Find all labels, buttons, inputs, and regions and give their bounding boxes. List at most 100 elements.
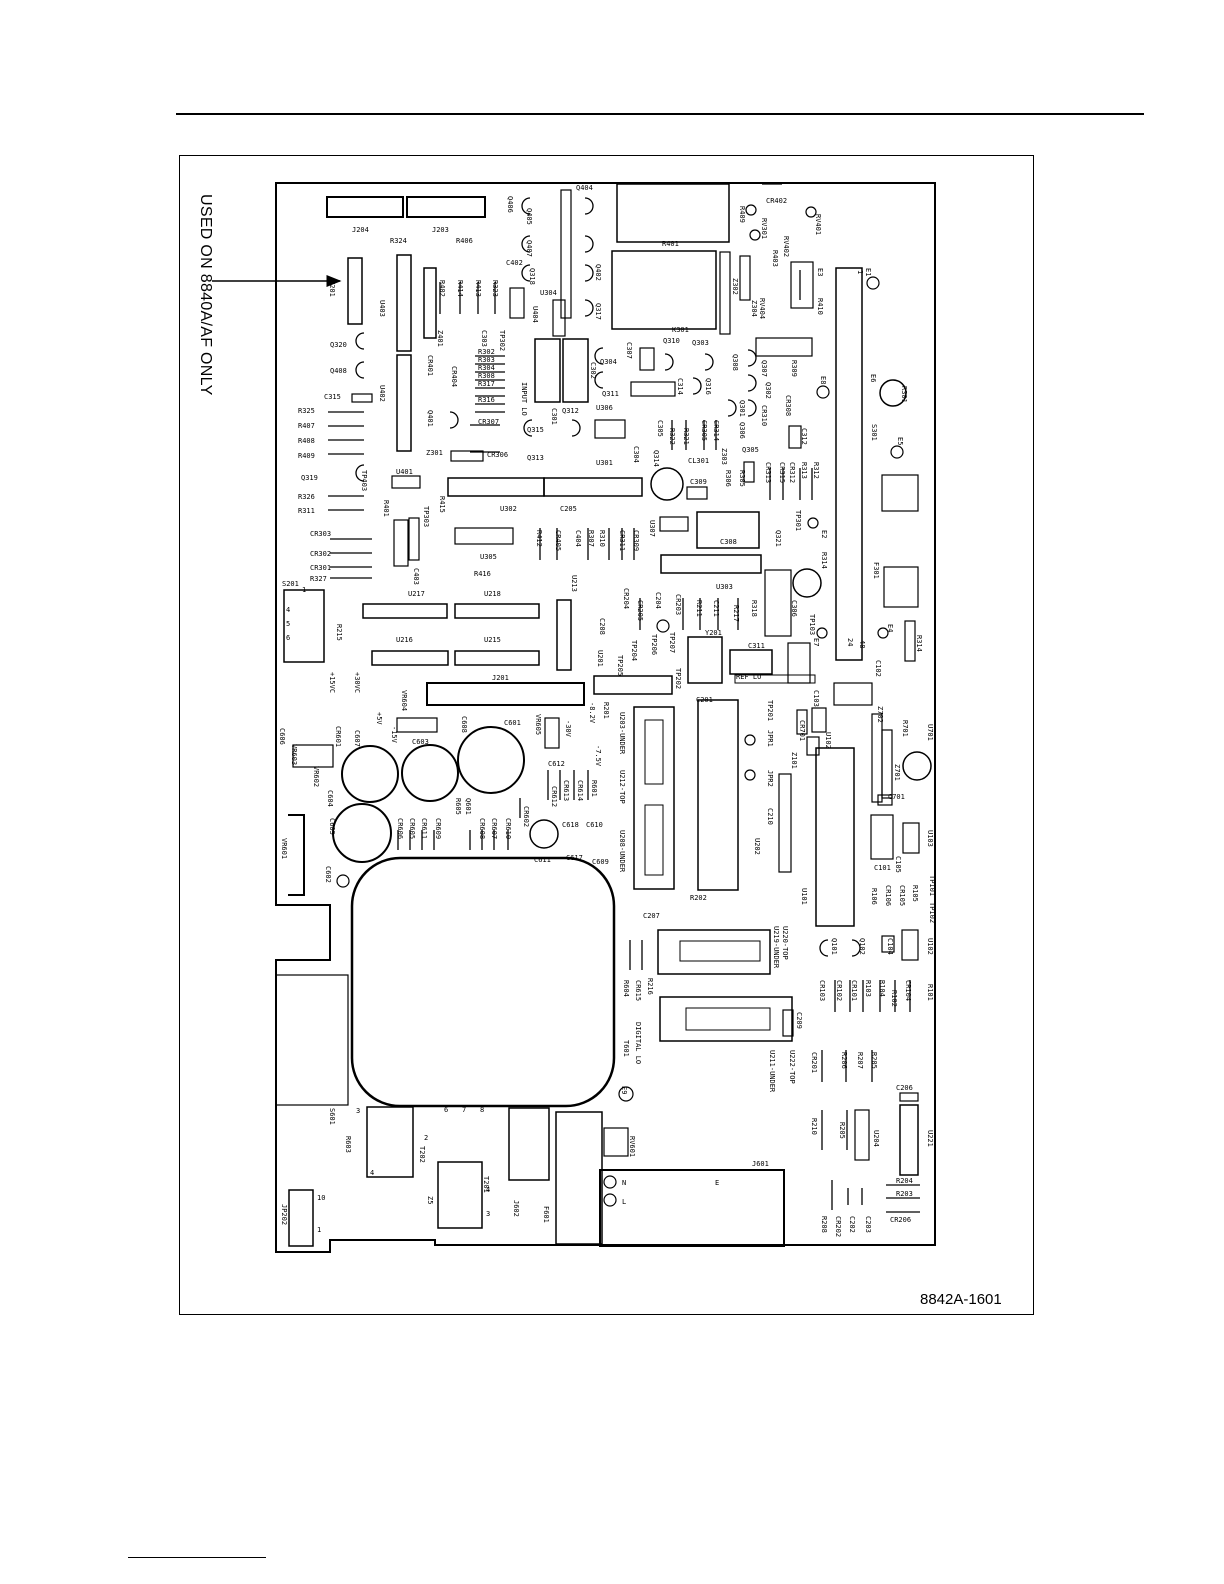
ic-z301 bbox=[450, 450, 484, 462]
label-c311: C311 bbox=[748, 642, 765, 650]
pin-number: 1 bbox=[317, 1226, 321, 1234]
ic-u219 bbox=[679, 940, 761, 962]
label-c207: C207 bbox=[643, 912, 660, 920]
relay-k301 bbox=[611, 250, 717, 330]
label-r201: R201 bbox=[602, 702, 610, 719]
label-u307: U307 bbox=[648, 520, 656, 537]
label-j204: J204 bbox=[352, 226, 369, 234]
tp-jpr2 bbox=[744, 769, 756, 781]
label-tp204: TP204 bbox=[630, 640, 638, 661]
switch-s301 bbox=[881, 474, 919, 512]
label-r216: R216 bbox=[646, 978, 654, 995]
cap-c605 bbox=[332, 803, 392, 863]
label-u211-under: U211-UNDER bbox=[768, 1050, 776, 1093]
connector-j201 bbox=[426, 682, 585, 706]
ic-u301 bbox=[543, 477, 643, 497]
label-c101: C101 bbox=[874, 864, 891, 872]
label-c602: C602 bbox=[324, 866, 332, 883]
label-cr405: CR405 bbox=[554, 530, 562, 551]
label-z302: Z302 bbox=[731, 278, 739, 295]
label-cr606: CR606 bbox=[396, 818, 404, 839]
ic-u307 bbox=[659, 516, 689, 532]
ic-u212 bbox=[644, 719, 664, 785]
label-r306: R306 bbox=[724, 470, 732, 487]
cap-c206 bbox=[899, 1092, 919, 1102]
label-r402: R402 bbox=[438, 280, 446, 297]
label-cr609: CR609 bbox=[434, 818, 442, 839]
label-u204: U204 bbox=[872, 1130, 880, 1147]
label-u403: U403 bbox=[378, 300, 386, 317]
label-r605: R605 bbox=[454, 798, 462, 815]
ic-u403 bbox=[396, 254, 412, 352]
ic-c101 bbox=[870, 814, 894, 860]
label-q407: Q407 bbox=[525, 240, 533, 257]
label-j601: J601 bbox=[752, 1160, 769, 1168]
label-u220-top: U220-TOP bbox=[781, 926, 789, 960]
ic-u304 bbox=[509, 287, 525, 319]
ic-u215 bbox=[454, 650, 540, 666]
label-u201: U201 bbox=[596, 650, 604, 667]
label-r406: R406 bbox=[456, 237, 473, 245]
label-p5v: +5V bbox=[375, 712, 383, 725]
res-r309 bbox=[755, 337, 813, 357]
cap-c104 bbox=[881, 935, 895, 953]
label-c302: C302 bbox=[589, 362, 597, 379]
label-cr305: CR305 bbox=[700, 420, 708, 441]
tp-e9 bbox=[618, 1086, 634, 1102]
label-tp302: TP302 bbox=[498, 330, 506, 351]
label-r103: R103 bbox=[864, 980, 872, 997]
switch-s201 bbox=[283, 589, 325, 663]
connector-j203 bbox=[406, 196, 486, 218]
label-z5: Z5 bbox=[426, 1196, 434, 1204]
label-q312: Q312 bbox=[562, 407, 579, 415]
label-jpr2: JPR2 bbox=[766, 770, 774, 787]
label-vr604: VR604 bbox=[400, 690, 408, 711]
label-r326: R326 bbox=[298, 493, 315, 501]
label-u213: U213 bbox=[570, 575, 578, 592]
label-q306: Q306 bbox=[738, 422, 746, 439]
ic-u302 bbox=[447, 477, 545, 497]
label-cr615: CR615 bbox=[634, 980, 642, 1001]
tp-e8 bbox=[816, 385, 830, 399]
res-r301-round bbox=[879, 379, 907, 407]
label-cr607: CR607 bbox=[490, 818, 498, 839]
res-r314-round bbox=[792, 568, 822, 598]
res-r701-round bbox=[902, 751, 932, 781]
pin-number: 10 bbox=[317, 1194, 325, 1202]
cap-c209 bbox=[782, 1009, 794, 1037]
ic-u220 bbox=[657, 929, 771, 975]
ic-c308 bbox=[696, 511, 760, 549]
tp-rv402 bbox=[749, 229, 761, 241]
ic-u303 bbox=[660, 554, 762, 574]
label-u101: U101 bbox=[800, 888, 808, 905]
label-u701: U701 bbox=[926, 724, 934, 741]
label-u221: U221 bbox=[926, 1130, 934, 1147]
label-e5: E5 bbox=[896, 437, 904, 445]
label-z303: Z303 bbox=[720, 448, 728, 465]
label-j601-n: N bbox=[622, 1179, 626, 1187]
label-c308: C308 bbox=[720, 538, 737, 546]
label-r101: R101 bbox=[926, 984, 934, 1001]
label-c404: C404 bbox=[574, 530, 582, 547]
label-u217: U217 bbox=[408, 590, 425, 598]
ic-u401 bbox=[391, 475, 421, 489]
label-q315: Q315 bbox=[527, 426, 544, 434]
cap-c103 bbox=[787, 642, 811, 684]
ic-z401 bbox=[423, 267, 437, 339]
label-rv402: RV402 bbox=[782, 236, 790, 257]
label-c210: C210 bbox=[766, 808, 774, 825]
label-t202: T202 bbox=[418, 1146, 426, 1163]
cap-c603 bbox=[401, 744, 459, 802]
fuse-f601 bbox=[555, 1111, 603, 1245]
label-c610: C610 bbox=[586, 821, 603, 829]
label-j601-l: L bbox=[622, 1198, 626, 1206]
label-q102: Q102 bbox=[858, 938, 866, 955]
footer-rule bbox=[128, 1557, 266, 1558]
label-p30vc: +30VC bbox=[353, 672, 361, 693]
label-u301: U301 bbox=[596, 459, 613, 467]
ic-z101 bbox=[778, 773, 792, 873]
switch-s601 bbox=[275, 974, 349, 1106]
label-q307: Q307 bbox=[760, 360, 768, 377]
label-input-lo: INPUT LO bbox=[520, 382, 528, 416]
label-j602: J602 bbox=[512, 1200, 520, 1217]
